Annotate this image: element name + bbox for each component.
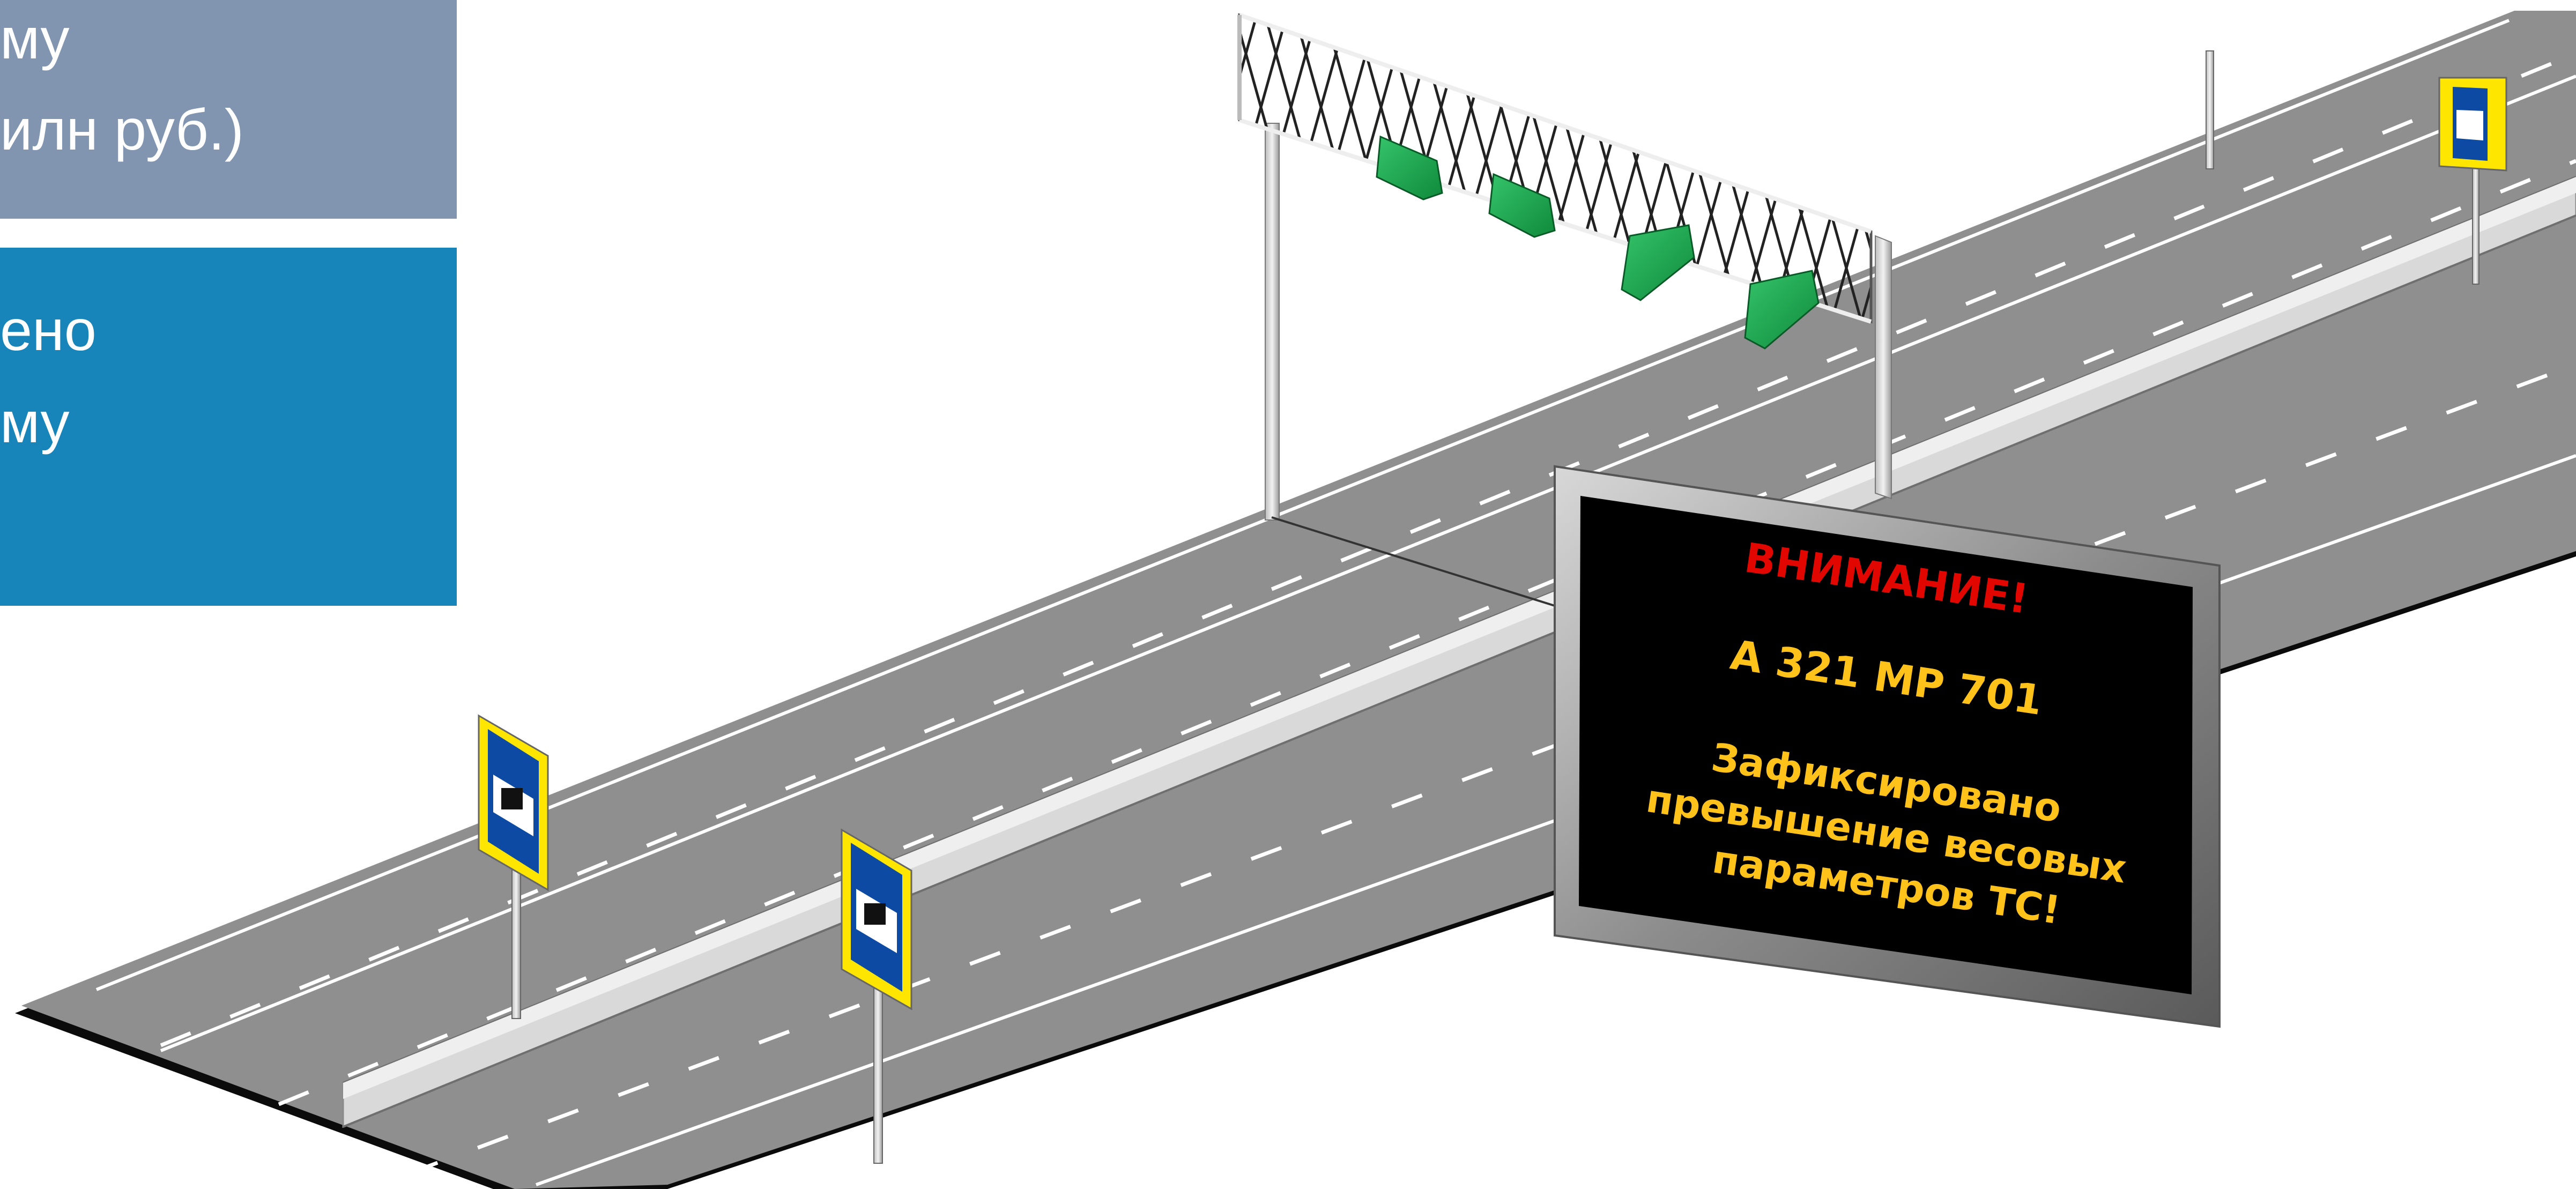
grey-panel-line-2: илн руб.) (0, 97, 244, 162)
road-surface (15, 11, 2576, 1189)
info-panel-grey: му илн руб.) (0, 0, 457, 219)
variable-message-board: ВНИМАНИЕ! А 321 МР 701 Зафиксировано пре… (1554, 465, 2221, 1028)
weight-control-sign-icon (478, 77, 2507, 1164)
camera-icon (1376, 135, 1820, 350)
overhead-gantry-icon (1237, 13, 1892, 607)
blue-panel-line-1: ено (0, 298, 96, 362)
info-panel-blue: ено му (0, 248, 457, 606)
blue-panel-line-2: му (0, 390, 70, 455)
far-pole (2206, 50, 2214, 169)
grey-panel-line-1: му (0, 6, 70, 71)
